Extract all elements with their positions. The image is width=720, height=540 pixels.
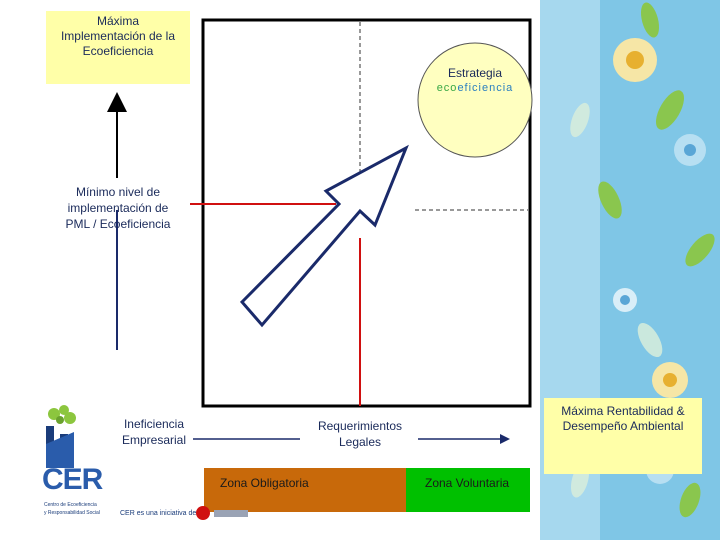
zone-obligatory-bar <box>204 468 406 512</box>
strategy-subtitle-rest: eficiencia <box>457 82 514 94</box>
zone-voluntary-bar <box>406 468 530 512</box>
zone-obligatory-label: Zona Obligatoria <box>220 476 309 490</box>
inefficiency-line1: Ineficiencia <box>123 417 185 431</box>
inefficiency-label: Ineficiencia Empresarial <box>104 416 204 448</box>
strategy-circle <box>417 42 533 158</box>
legal-requirements-line1: Requerimientos <box>317 419 403 433</box>
max-profitability-box: Máxima Rentabilidad & Desempeño Ambienta… <box>544 398 702 474</box>
max-implementation-box: Máxima Implementación de la Ecoeficienci… <box>46 11 190 84</box>
partner-logo-strip <box>214 510 248 517</box>
max-implementation-line2: Implementación de la <box>60 29 176 43</box>
zone-voluntary-label: Zona Voluntaria <box>425 476 510 490</box>
strategy-label: Estrategia ecoeficiencia <box>420 66 530 96</box>
flower-icon <box>613 38 706 484</box>
minimum-level-label: Mínimo nivel de implementación de PML / … <box>50 184 186 232</box>
partner-logo-icon <box>196 506 210 520</box>
horizontal-axis-arrowhead <box>500 434 510 444</box>
cer-logo-line2: y Responsabilidad Social <box>44 510 100 516</box>
max-profitability-line2: Desempeño Ambiental <box>562 419 684 433</box>
cer-logo-mark: CER <box>42 463 103 496</box>
matrix-frame <box>201 18 532 408</box>
max-implementation-line3: Ecoeficiencia <box>82 44 154 58</box>
factory-tree-icon <box>46 405 76 468</box>
strategy-subtitle: ecoeficiencia <box>420 81 530 96</box>
minimum-level-line3: PML / Ecoeficiencia <box>65 217 171 231</box>
legal-requirements-line2: Legales <box>338 435 382 449</box>
minimum-level-line1: Mínimo nivel de <box>75 185 161 199</box>
minimum-level-line2: implementación de <box>67 201 169 215</box>
cer-initiative-text: CER es una iniciativa de <box>120 510 197 517</box>
strategy-subtitle-eco: eco <box>436 82 458 94</box>
max-implementation-line1: Máxima <box>96 14 139 28</box>
inefficiency-line2: Empresarial <box>121 433 187 447</box>
max-profitability-line1: Máxima Rentabilidad & <box>561 404 685 418</box>
strategy-title: Estrategia <box>447 66 503 80</box>
progress-block-arrow <box>239 144 409 328</box>
cer-logo: CER Centro de Ecoeficiencia y Responsabi… <box>40 404 120 530</box>
legal-requirements-label: Requerimientos Legales <box>300 418 420 450</box>
cer-logo-line1: Centro de Ecoeficiencia <box>44 502 97 508</box>
